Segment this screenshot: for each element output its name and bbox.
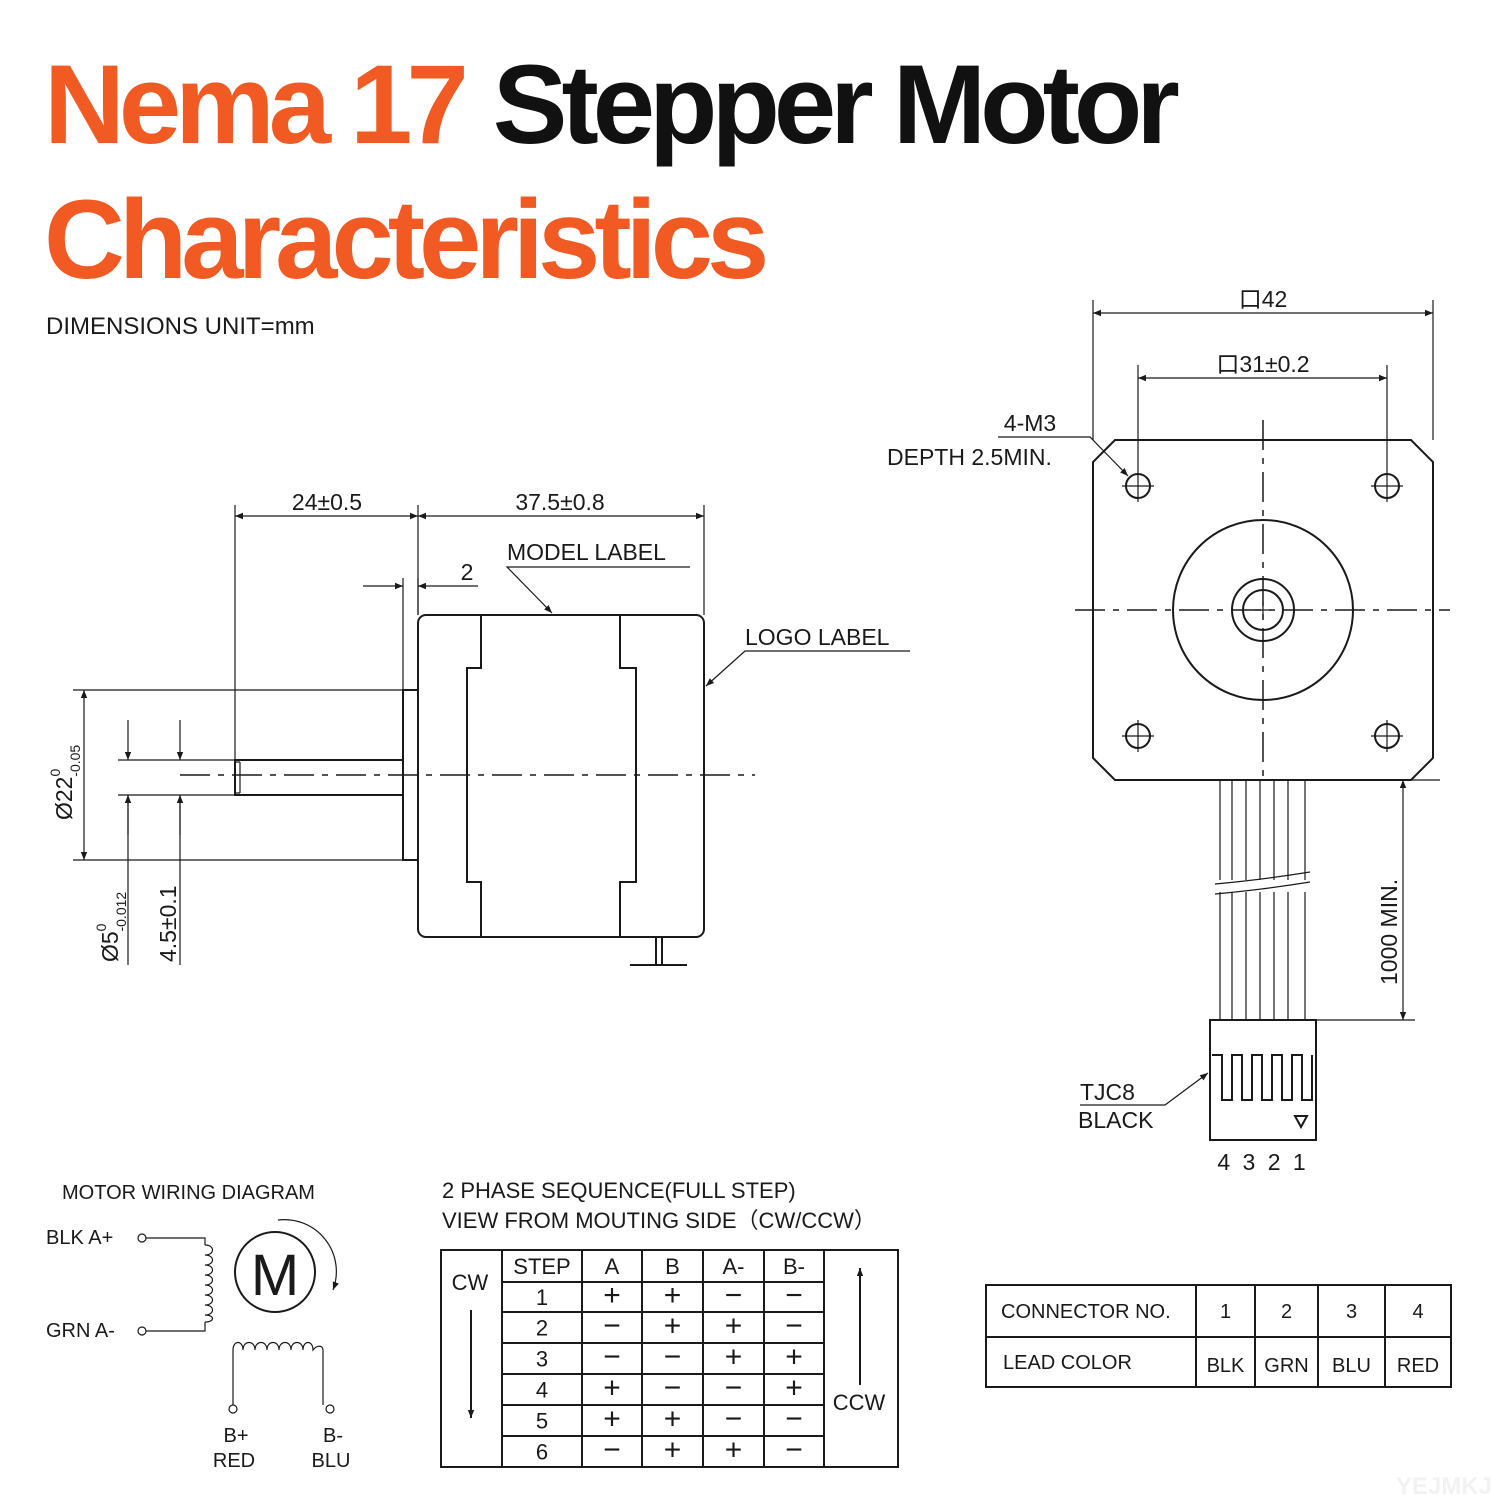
sequence-header: B-	[783, 1254, 805, 1279]
sequence-cell: −	[603, 1341, 621, 1374]
sequence-cell: 5	[536, 1409, 548, 1434]
sequence-cell: +	[664, 1310, 682, 1343]
sequence-cell: −	[603, 1310, 621, 1343]
outer-size-dim: 口42	[1239, 286, 1288, 312]
connector-number: 4	[1412, 1301, 1423, 1323]
lead-color: GRN	[1264, 1355, 1308, 1377]
lead-color-label: LEAD COLOR	[1003, 1352, 1132, 1374]
sequence-title: 2 PHASE SEQUENCE(FULL STEP)	[442, 1178, 796, 1203]
a-plus-label: BLK A+	[46, 1227, 113, 1249]
connector-no-label: CONNECTOR NO.	[1001, 1301, 1171, 1323]
b-plus-color: RED	[213, 1450, 255, 1472]
watermark: YEJMKJ	[1396, 1473, 1492, 1500]
depth-label: DEPTH 2.5MIN.	[887, 444, 1052, 470]
sequence-subtitle: VIEW FROM MOUTING SIDE（CW/CCW）	[442, 1208, 876, 1233]
sequence-cell: 6	[536, 1440, 548, 1465]
sequence-cell: 4	[536, 1378, 548, 1403]
title-orange: Nema 17	[44, 42, 464, 167]
pin-numbers: 4 3 2 1	[1217, 1149, 1308, 1175]
title-line2: Characteristics	[44, 177, 765, 302]
hole-spacing-dim: 口31±0.2	[1216, 351, 1309, 377]
side-view: 24±0.5 37.5±0.8 2 MODEL LABEL LOGO LABEL…	[47, 489, 910, 966]
lead-wires	[1214, 780, 1311, 1020]
sequence-cell: +	[603, 1279, 621, 1312]
sequence-cell: +	[725, 1434, 743, 1467]
sequence-cell: −	[664, 1372, 682, 1405]
lead-color: BLU	[1332, 1355, 1371, 1377]
lead-color: BLK	[1207, 1355, 1245, 1377]
motor-body	[417, 614, 705, 938]
lead-length-dim: 1000 MIN.	[1376, 879, 1402, 985]
sequence-cell: 3	[536, 1347, 548, 1372]
sequence-cell: −	[725, 1403, 743, 1436]
b-minus-color: BLU	[312, 1450, 351, 1472]
b-minus-label: B-	[323, 1425, 343, 1447]
sequence-cell: +	[725, 1310, 743, 1343]
connector-color: BLACK	[1078, 1107, 1154, 1133]
wiring-title: MOTOR WIRING DIAGRAM	[62, 1182, 315, 1204]
lead-color: RED	[1397, 1355, 1439, 1377]
sequence-cell: −	[785, 1310, 803, 1343]
ccw-label: CCW	[833, 1390, 886, 1415]
mounting-holes	[1122, 470, 1403, 752]
phase-sequence: 2 PHASE SEQUENCE(FULL STEP) VIEW FROM MO…	[440, 1178, 899, 1468]
flange-dim: 2	[461, 559, 474, 585]
b-plus-label: B+	[223, 1425, 248, 1447]
sequence-cell: −	[785, 1434, 803, 1467]
connector-number: 2	[1281, 1301, 1292, 1323]
sequence-cell: +	[785, 1372, 803, 1405]
sequence-header: A-	[723, 1254, 745, 1279]
motor-letter: M	[251, 1243, 299, 1308]
sequence-cell: +	[664, 1279, 682, 1312]
coil-b	[232, 1341, 324, 1405]
shaft	[234, 759, 404, 796]
wiring-diagram: MOTOR WIRING DIAGRAM BLK A+ GRN A- M B+ …	[46, 1182, 350, 1472]
a-minus-label: GRN A-	[46, 1320, 115, 1342]
sequence-cell: 1	[536, 1285, 548, 1310]
shaft-flat	[235, 761, 241, 794]
cw-label: CW	[452, 1270, 489, 1295]
sequence-cell: +	[664, 1403, 682, 1436]
sequence-cell: +	[603, 1403, 621, 1436]
sequence-cell: −	[664, 1341, 682, 1374]
sequence-cell: +	[725, 1341, 743, 1374]
boss-dia-dim: Ø220-0.05	[47, 745, 83, 820]
sequence-cell: −	[785, 1403, 803, 1436]
coil-a	[204, 1244, 214, 1323]
shaft-length-dim: 24±0.5	[292, 489, 362, 515]
stator-outline	[466, 615, 637, 937]
motor-symbol	[234, 1231, 316, 1313]
sequence-cell: −	[725, 1372, 743, 1405]
front-view: 口42 口31±0.2 4-M3 DEPTH 2.5MIN. 1000 MIN.…	[887, 286, 1450, 1175]
sequence-cell: +	[603, 1372, 621, 1405]
connector-number: 3	[1346, 1301, 1357, 1323]
shaft-dia-dim: Ø50-0.012	[93, 892, 129, 962]
sequence-cell: +	[664, 1434, 682, 1467]
body-length-dim: 37.5±0.8	[515, 489, 604, 515]
sequence-header: B	[665, 1254, 680, 1279]
connector-number: 1	[1220, 1301, 1231, 1323]
sequence-cell: −	[785, 1279, 803, 1312]
connector	[1209, 1019, 1317, 1141]
model-label: MODEL LABEL	[507, 539, 666, 565]
flat-dim: 4.5±0.1	[155, 885, 181, 962]
sequence-cell: +	[785, 1341, 803, 1374]
units-note: DIMENSIONS UNIT=mm	[46, 313, 315, 340]
sequence-header: STEP	[513, 1254, 570, 1279]
sequence-cell: 2	[536, 1316, 548, 1341]
connector-type: TJC8	[1080, 1079, 1135, 1105]
sequence-cell: −	[603, 1434, 621, 1467]
sequence-cell: −	[725, 1279, 743, 1312]
holes-label: 4-M3	[1004, 410, 1056, 436]
sequence-header: A	[605, 1254, 620, 1279]
title-black: Stepper Motor	[493, 42, 1179, 167]
logo-label: LOGO LABEL	[745, 624, 890, 650]
ground-tab	[630, 937, 687, 966]
